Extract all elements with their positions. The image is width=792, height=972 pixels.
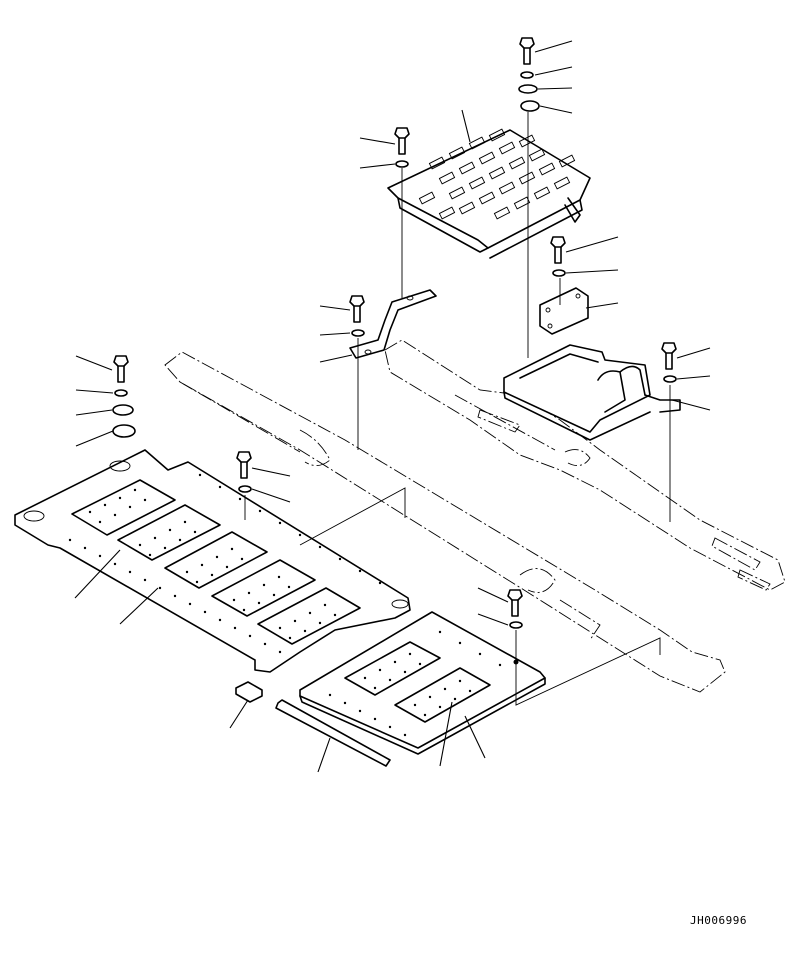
plate-dots-right <box>328 630 519 737</box>
fasteners <box>112 37 677 629</box>
z-bracket <box>349 289 437 359</box>
mounting-plate <box>539 287 589 335</box>
step-grating <box>387 128 591 259</box>
edge-strip <box>275 699 391 767</box>
grating-slots <box>418 128 576 220</box>
leader-lines <box>74 40 711 773</box>
step-bracket <box>503 344 681 441</box>
tread-pads-left <box>71 479 361 645</box>
frame-rail-left <box>164 351 726 693</box>
rubber-pad <box>235 681 263 703</box>
assembly-lines <box>244 112 671 706</box>
plate-dots-left <box>68 473 382 654</box>
floor-plate-right <box>299 611 546 755</box>
drawing-code: JH006996 <box>690 914 747 927</box>
floor-plate-left <box>14 449 411 673</box>
tread-pads-right <box>344 641 491 723</box>
